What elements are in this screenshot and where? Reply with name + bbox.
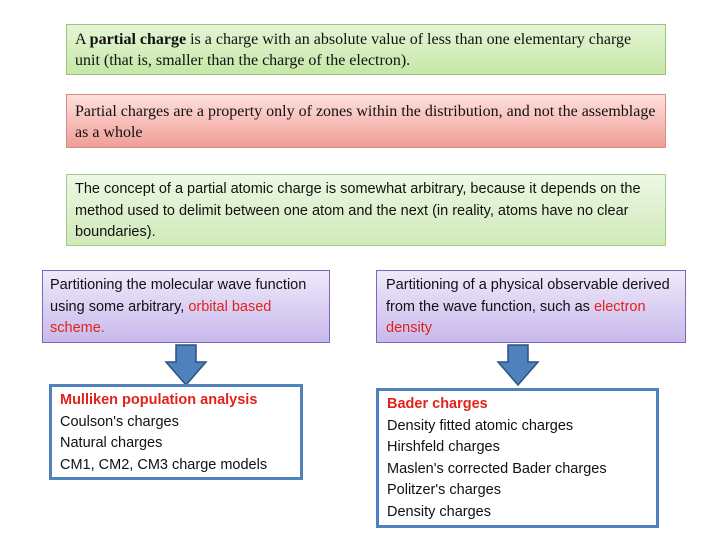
orbital-methods-list: Mulliken population analysis Coulson's c… <box>49 384 303 480</box>
left-method-text: Partitioning the molecular wave function… <box>50 277 307 315</box>
partial-charge-definition-box: A partial charge is a charge with an abs… <box>66 24 666 75</box>
property-box: Partial charges are a property only of z… <box>66 94 666 148</box>
observable-partitioning-box: Partitioning of a physical observable de… <box>376 270 686 343</box>
list-item: Density fitted atomic charges <box>387 417 574 434</box>
list-item: Maslen's corrected Bader charges <box>387 460 607 477</box>
list-item: CM1, CM2, CM3 charge models <box>60 456 268 473</box>
concept-text: The concept of a partial atomic charge i… <box>75 181 641 240</box>
definition-text: is a charge with an absolute value of le… <box>75 31 632 69</box>
list-item: Politzer's charges <box>387 482 501 498</box>
left-method-highlight: orbital based scheme. <box>50 298 272 337</box>
right-method-highlight: electron density <box>386 298 646 337</box>
right-method-text: Partitioning of a physical observable de… <box>386 277 670 315</box>
left-list-heading: Mulliken population analysis <box>60 392 258 408</box>
definition-term: partial charge <box>89 31 187 48</box>
concept-box: The concept of a partial atomic charge i… <box>66 174 666 246</box>
list-item: Natural charges <box>60 435 163 451</box>
list-item: Density charges <box>387 503 491 520</box>
right-down-arrow-icon <box>496 344 540 386</box>
list-item: Coulson's charges <box>60 413 179 430</box>
definition-prefix: A <box>75 31 90 48</box>
property-text: Partial charges are a property only of z… <box>75 103 656 141</box>
orbital-partitioning-box: Partitioning the molecular wave function… <box>42 270 330 343</box>
left-down-arrow-icon <box>164 344 208 386</box>
density-methods-list: Bader charges Density fitted atomic char… <box>376 388 659 528</box>
right-list-heading: Bader charges <box>387 396 488 412</box>
list-item: Hirshfeld charges <box>387 439 500 455</box>
